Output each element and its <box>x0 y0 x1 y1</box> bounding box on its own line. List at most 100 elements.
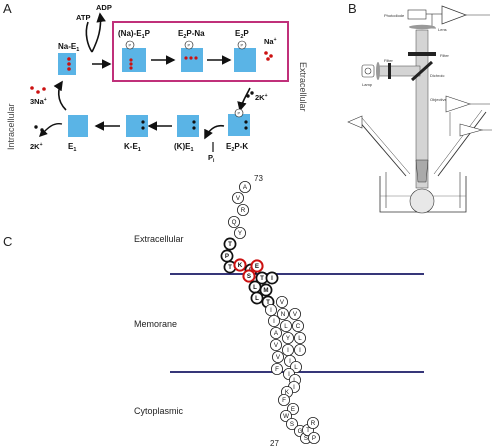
extracellular-label: Extracellular <box>298 62 308 112</box>
residue: I <box>267 314 280 327</box>
side-filter <box>388 63 391 79</box>
residue-letter: I <box>271 275 273 282</box>
residue: Q <box>227 215 240 228</box>
na-e1p-pump <box>122 48 146 72</box>
na-e1-pump <box>58 53 76 75</box>
residue-circle <box>264 303 277 316</box>
residue: K <box>233 258 247 272</box>
residue: S <box>242 269 256 283</box>
na-ion <box>67 62 71 66</box>
residue-circle <box>306 416 319 429</box>
residue: V <box>231 191 244 204</box>
clamp-amplifier-left <box>347 115 363 129</box>
panel-a-letter: A <box>3 1 12 16</box>
residue-circle <box>293 343 306 356</box>
na-ion <box>129 58 133 62</box>
na-ion <box>30 86 34 90</box>
na-ion <box>36 90 40 94</box>
top-filter <box>408 52 436 56</box>
svg-text:P: P <box>238 111 241 116</box>
right-pipette <box>437 111 487 177</box>
na-ion <box>184 56 188 60</box>
residue-circle <box>267 314 280 327</box>
residue-circle <box>275 295 288 308</box>
residue-letter: P <box>225 253 229 260</box>
residue-letter: S <box>290 421 294 428</box>
residue-circle <box>250 291 264 305</box>
residue-circle <box>227 215 240 228</box>
residue-letter: I <box>273 318 275 325</box>
side-arm <box>377 65 421 77</box>
residue-letter: V <box>236 195 241 202</box>
arrow-to-e2p-k <box>237 87 251 112</box>
residue-circle <box>279 409 292 422</box>
residue: I <box>264 303 277 316</box>
residue-letter: T <box>266 299 270 306</box>
k-ion <box>192 126 196 130</box>
residue: Y <box>233 226 246 239</box>
residue-circle <box>271 350 284 363</box>
residue-circle <box>293 331 306 344</box>
e2p-na-label: E2P-Na <box>178 29 205 40</box>
objective-label: Objective <box>430 97 447 102</box>
arrow-k-release <box>39 122 63 137</box>
residue-letter: L <box>255 295 259 302</box>
residue: A <box>269 326 282 339</box>
residue: I <box>293 343 306 356</box>
na-ion <box>129 62 133 66</box>
side-lens <box>376 62 380 80</box>
phosphate-marker <box>234 108 244 118</box>
residue-letter: Q <box>232 219 237 226</box>
residue-letter: I <box>299 347 301 354</box>
arrow-to-na-e1 <box>53 80 67 111</box>
pi-label: Pi <box>208 153 215 164</box>
residue: V <box>271 350 284 363</box>
na-e1-label: Na-E1 <box>58 42 79 53</box>
residue-circle <box>242 269 256 283</box>
e2p-pump <box>234 48 256 72</box>
phosphate-marker <box>184 40 194 50</box>
left-pipette <box>357 119 407 177</box>
residue-circle <box>307 431 320 444</box>
residue-letter: N <box>281 311 285 318</box>
residue-letter: G <box>298 428 303 435</box>
na-ion <box>269 54 273 58</box>
e2p-na-pump <box>181 48 203 72</box>
panel-c-letter: C <box>3 234 12 249</box>
residue: I <box>281 343 294 356</box>
optical-setup: Photodiode Lens Filter Filter Lamp Dichr… <box>347 5 492 214</box>
residue-circle <box>270 362 283 375</box>
residue-circle <box>277 393 290 406</box>
residue-circle <box>231 191 244 204</box>
residue-letter: Y <box>238 230 242 237</box>
residue-circle <box>238 180 251 193</box>
residue-circle <box>223 237 237 251</box>
clamp-amplifier-top <box>445 95 471 113</box>
residue-letter: T <box>228 264 232 271</box>
k-ion <box>40 128 44 132</box>
panel-b-letter: B <box>348 1 357 16</box>
k-e1-occluded-label: (K)E1 <box>174 142 194 153</box>
phosphate-marker <box>237 40 247 50</box>
na-ion <box>129 66 133 70</box>
residue: S <box>285 417 298 430</box>
residue: N <box>276 307 289 320</box>
residue-circle <box>236 203 249 216</box>
residue: L <box>248 280 262 294</box>
svg-text:P: P <box>241 43 244 48</box>
residue-circle <box>269 338 282 351</box>
lamp-label: Lamp <box>362 82 373 87</box>
residue-letter: T <box>228 241 232 248</box>
residue-letter: I <box>293 384 295 391</box>
e1p-e2p-frame <box>112 21 289 82</box>
residue-letter: F <box>275 366 279 373</box>
residue-letter: L <box>294 364 298 371</box>
na-ion <box>189 56 193 60</box>
dichroic-mirror <box>410 60 434 82</box>
na-ion <box>67 67 71 71</box>
residue-letter: E <box>291 406 295 413</box>
residue-letter: T <box>306 427 310 434</box>
k-e1-label: K-E1 <box>124 142 141 153</box>
residue-letter: E <box>255 263 259 270</box>
